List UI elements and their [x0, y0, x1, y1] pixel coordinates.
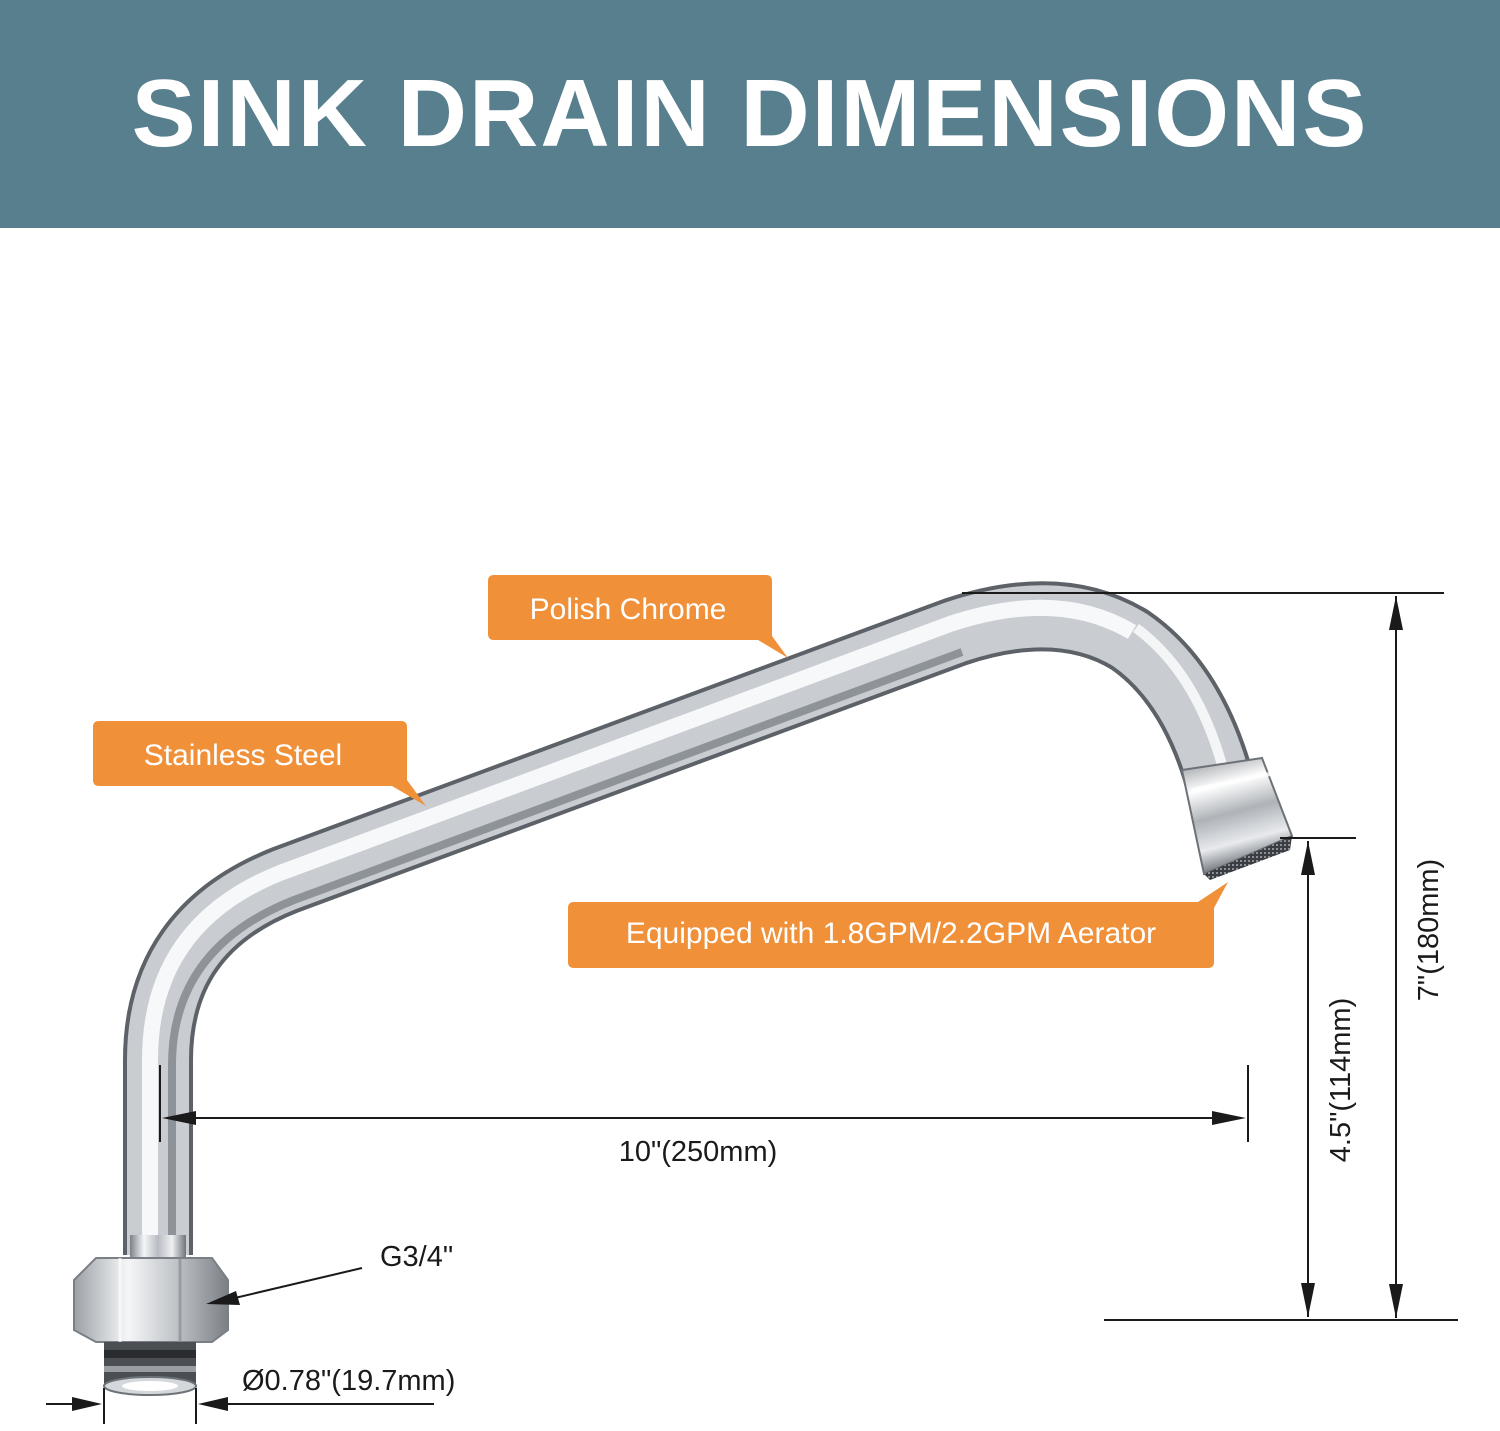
- stainless-steel-callout: Stainless Steel: [93, 721, 426, 806]
- total-height-label: 7"(180mm): [1413, 859, 1445, 1001]
- diameter-label: Ø0.78"(19.7mm): [242, 1365, 455, 1397]
- page-title: SINK DRAIN DIMENSIONS: [131, 60, 1369, 167]
- polish-chrome-label: Polish Chrome: [530, 593, 727, 626]
- total-height-dimension: [962, 592, 1458, 1321]
- diameter-dimension: [46, 1388, 434, 1424]
- header-banner: SINK DRAIN DIMENSIONS: [0, 0, 1500, 228]
- spout-pipe: [123, 581, 1256, 1255]
- aerator-callout: Equipped with 1.8GPM/2.2GPM Aerator: [568, 882, 1228, 968]
- aerator-label: Equipped with 1.8GPM/2.2GPM Aerator: [626, 917, 1156, 950]
- outlet-height-label: 4.5"(114mm): [1325, 998, 1357, 1162]
- hex-nut: [73, 1235, 229, 1343]
- thread-connector: [103, 1342, 197, 1396]
- aerator: [1180, 756, 1294, 880]
- outlet-height-dimension: [1280, 837, 1356, 1317]
- length-dimension: [159, 1065, 1249, 1142]
- thread-label: G3/4": [380, 1241, 453, 1273]
- length-label: 10"(250mm): [619, 1136, 778, 1168]
- stainless-steel-label: Stainless Steel: [144, 739, 342, 772]
- polish-chrome-callout: Polish Chrome: [488, 575, 788, 658]
- thread-pointer: [206, 1267, 363, 1305]
